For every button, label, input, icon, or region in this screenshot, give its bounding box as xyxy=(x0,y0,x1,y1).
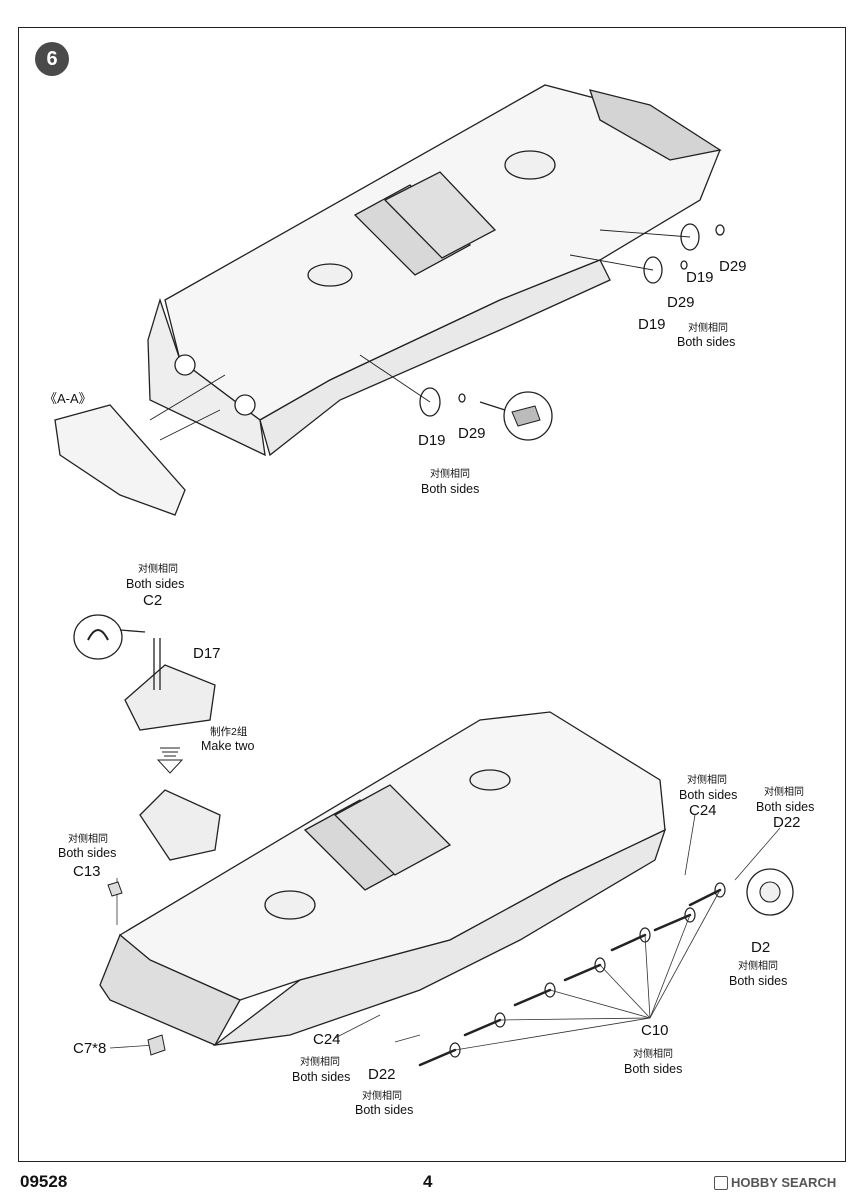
make-two-en: Make two xyxy=(201,739,255,753)
part-label-d22-bottom: D22 xyxy=(368,1066,396,1083)
part-label-c2: C2 xyxy=(143,592,163,609)
both-sides-en-right: Both sides xyxy=(677,335,736,349)
part-label-d29-right: D29 xyxy=(719,258,747,275)
watermark: HOBBY SEARCH xyxy=(714,1175,836,1190)
part-label-d29-mid: D29 xyxy=(667,294,695,311)
part-label-c13: C13 xyxy=(73,863,101,880)
watermark-text: HOBBY SEARCH xyxy=(731,1175,837,1190)
both-sides-en-c2: Both sides xyxy=(126,577,185,591)
both-sides-en-c24-right: Both sides xyxy=(679,788,738,802)
step-number-badge: 6 xyxy=(35,42,69,76)
hobby-search-logo-icon xyxy=(714,1175,728,1190)
section-aa-label: 《A-A》 xyxy=(44,391,92,406)
both-sides-en-c24-bottom: Both sides xyxy=(292,1070,351,1084)
part-label-d22-right: D22 xyxy=(773,814,801,831)
section-aa-plate xyxy=(54,404,186,516)
page-number: 4 xyxy=(423,1172,433,1191)
part-label-d17: D17 xyxy=(193,645,221,662)
make-two-cn: 制作2组 xyxy=(210,726,248,738)
both-sides-en-d22-bottom: Both sides xyxy=(355,1103,414,1117)
both-sides-en-center: Both sides xyxy=(421,482,480,496)
both-sides-cn-c13: 对侧相同 xyxy=(68,834,108,845)
part-label-d29-bottom: D29 xyxy=(458,425,486,442)
both-sides-cn-d2: 对侧相同 xyxy=(738,961,778,972)
both-sides-cn-c24-right: 对侧相同 xyxy=(687,775,727,786)
upper-hull-side xyxy=(259,259,611,457)
both-sides-cn-d22-bottom: 对侧相同 xyxy=(362,1091,402,1102)
both-sides-cn-center: 对侧相同 xyxy=(430,469,470,480)
lower-hull-front xyxy=(99,933,241,1046)
both-sides-en-d22-right: Both sides xyxy=(756,800,815,814)
part-label-c7: C7*8 xyxy=(73,1040,107,1057)
part-label-d19-bottom: D19 xyxy=(418,432,446,449)
both-sides-cn-d22-right: 对侧相同 xyxy=(764,787,804,798)
both-sides-en-d2: Both sides xyxy=(729,974,788,988)
part-label-c24-right: C24 xyxy=(689,802,717,819)
part-label-d19-mid: D19 xyxy=(638,316,666,333)
both-sides-en-c10: Both sides xyxy=(624,1062,683,1076)
product-code: 09528 xyxy=(20,1172,68,1191)
part-label-d19-right: D19 xyxy=(686,269,714,286)
both-sides-en-c13: Both sides xyxy=(58,846,117,860)
part-label-c24-bottom: C24 xyxy=(313,1031,341,1048)
both-sides-cn-c24-bottom: 对侧相同 xyxy=(300,1057,340,1068)
part-label-d2: D2 xyxy=(751,939,771,956)
lower-hull-side xyxy=(212,828,667,1046)
both-sides-cn-c2: 对侧相同 xyxy=(138,564,178,575)
part-label-c10: C10 xyxy=(641,1022,669,1039)
page-frame xyxy=(18,27,846,1162)
both-sides-cn-c10: 对侧相同 xyxy=(633,1049,673,1060)
both-sides-cn-right: 对侧相同 xyxy=(688,323,728,334)
